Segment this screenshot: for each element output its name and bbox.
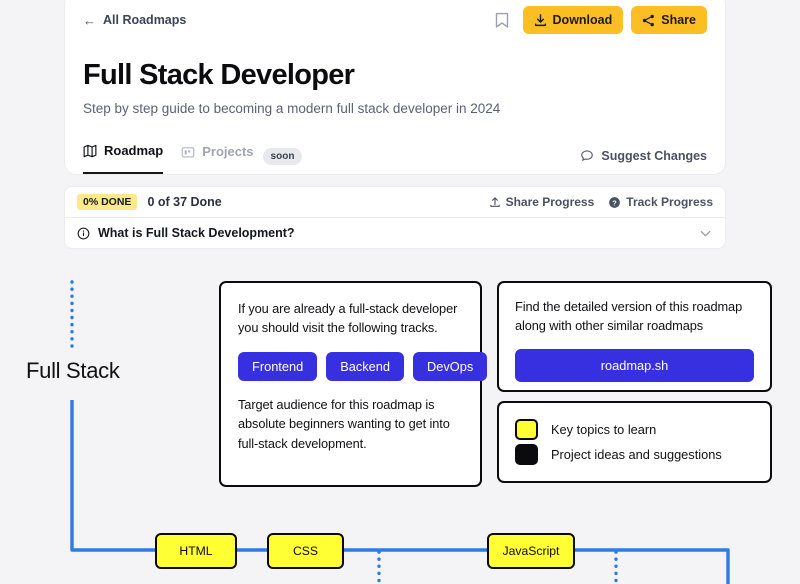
share-button[interactable]: Share [631,6,707,34]
tracks-outro-text: Target audience for this roadmap is abso… [238,396,450,451]
projects-icon [181,146,195,157]
progress-card: 0% DONE 0 of 37 Done Share Progress ? Tr… [64,186,726,249]
tab-projects-label: Projects [202,144,254,159]
legend-item-key-topics: Key topics to learn [515,419,754,440]
chevron-down-icon[interactable] [698,226,713,241]
upload-icon [489,197,500,207]
devops-track-button[interactable]: DevOps [413,351,488,381]
back-link-label: All Roadmaps [103,13,187,27]
help-circle-icon: ? [609,196,621,208]
bookmark-icon [495,12,508,28]
page-subtitle: Step by step guide to becoming a modern … [83,101,501,116]
progress-percent-badge: 0% DONE [77,194,138,210]
suggest-changes-button[interactable]: Suggest Changes [580,149,707,174]
frontend-track-button[interactable]: Frontend [238,351,318,381]
tabs-list: Roadmap Projects soon [83,138,303,174]
roadmap-node-html[interactable]: HTML [155,533,237,569]
tab-roadmap[interactable]: Roadmap [83,138,164,174]
bookmark-button[interactable] [489,7,515,33]
tab-projects-soon-badge: soon [262,148,303,165]
track-progress-label: Track Progress [626,195,713,209]
tracks-button-group: Frontend Backend DevOps [238,351,488,381]
page-title: Full Stack Developer [83,59,355,91]
full-stack-group-label: Full Stack [26,358,120,383]
legend-swatch-yellow-icon [515,419,538,440]
share-progress-label: Share Progress [505,195,595,209]
share-nodes-icon [643,14,655,26]
progress-actions: Share Progress ? Track Progress [489,195,713,209]
detailed-version-box: Find the detailed version of this roadma… [497,281,772,392]
download-button-label: Download [552,13,613,27]
progress-row: 0% DONE 0 of 37 Done Share Progress ? Tr… [65,187,725,217]
legend-box: Key topics to learn Project ideas and su… [497,401,772,483]
faq-accordion-left: What is Full Stack Development? [77,226,295,240]
detailed-version-text: Find the detailed version of this roadma… [515,299,743,334]
share-progress-button[interactable]: Share Progress [489,195,595,209]
svg-text:?: ? [613,198,618,207]
legend-label-project-ideas: Project ideas and suggestions [551,447,722,462]
download-button[interactable]: Download [522,6,624,34]
faq-accordion-row[interactable]: What is Full Stack Development? [65,217,725,248]
header-actions: Download Share [489,6,707,34]
progress-summary: 0% DONE 0 of 37 Done [77,194,222,210]
legend-item-project-ideas: Project ideas and suggestions [515,444,754,465]
arrow-left-icon: ← [83,12,96,28]
backend-track-button[interactable]: Backend [326,351,405,381]
legend-swatch-black-icon [515,444,538,465]
progress-count-label: 0 of 37 Done [147,195,222,209]
map-icon [83,144,97,157]
comment-icon [581,150,594,161]
roadmap-header-card: ← All Roadmaps Download [64,0,726,175]
legend-label-key-topics: Key topics to learn [551,422,657,437]
roadmap-node-javascript[interactable]: JavaScript [487,533,575,569]
tab-projects[interactable]: Projects [181,138,254,174]
back-to-all-roadmaps-link[interactable]: ← All Roadmaps [83,13,186,27]
roadmap-sh-cta-button[interactable]: roadmap.sh [515,348,754,382]
tab-roadmap-label: Roadmap [104,143,164,158]
info-circle-icon [77,227,90,239]
tracks-info-box: If you are already a full-stack develope… [219,281,488,487]
tracks-intro-text: If you are already a full-stack develope… [238,301,458,336]
tabs-row: Roadmap Projects soon Suggest Changes [83,138,707,174]
suggest-changes-label: Suggest Changes [601,149,707,163]
header-toolbar: ← All Roadmaps Download [83,0,707,47]
share-button-label: Share [661,13,696,27]
faq-accordion-title: What is Full Stack Development? [98,226,295,240]
track-progress-button[interactable]: ? Track Progress [608,195,713,209]
download-icon [534,13,546,26]
roadmap-node-css[interactable]: CSS [267,533,344,569]
